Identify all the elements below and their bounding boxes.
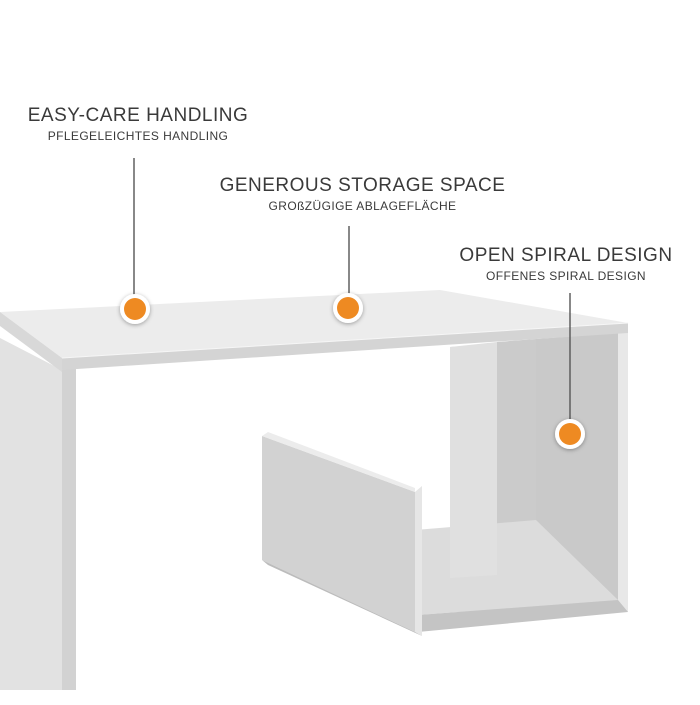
table-right-box: [415, 330, 628, 632]
table-left-leg: [0, 338, 76, 690]
feature-storage-space: GENEROUS STORAGE SPACE GROßZÜGIGE ABLAGE…: [205, 175, 520, 213]
callout-dot-3: [555, 419, 585, 449]
feature-subtitle: OFFENES SPIRAL DESIGN: [486, 269, 646, 283]
feature-title: EASY-CARE HANDLING: [27, 105, 249, 126]
callout-dot-1: [120, 294, 150, 324]
feature-title: GENEROUS STORAGE SPACE: [219, 175, 506, 196]
feature-subtitle: GROßZÜGIGE ABLAGEFLÄCHE: [268, 199, 457, 213]
feature-subtitle: PFLEGELEICHTES HANDLING: [47, 129, 229, 143]
feature-title: OPEN SPIRAL DESIGN: [459, 245, 673, 266]
feature-spiral-design: OPEN SPIRAL DESIGN OFFENES SPIRAL DESIGN: [450, 245, 682, 283]
table-top: [0, 290, 629, 372]
callout-dot-2: [333, 293, 363, 323]
table-spiral-tray: [262, 432, 422, 636]
feature-easy-care: EASY-CARE HANDLING PFLEGELEICHTES HANDLI…: [20, 105, 256, 143]
